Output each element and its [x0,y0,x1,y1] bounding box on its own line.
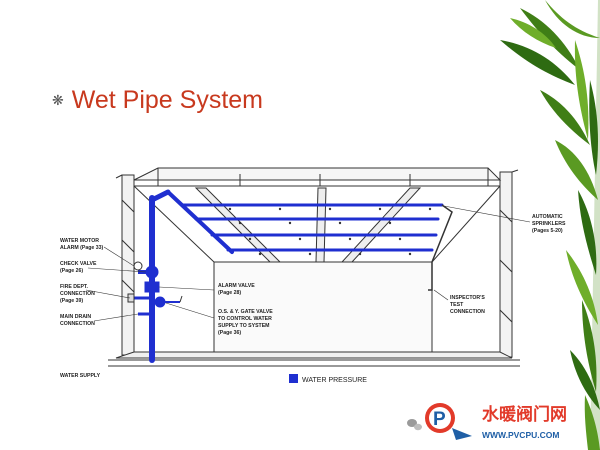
svg-text:WATER MOTOR: WATER MOTOR [60,238,99,244]
svg-text:ALARM (Page 33): ALARM (Page 33) [60,245,104,251]
svg-text:AUTOMATIC: AUTOMATIC [532,214,563,220]
svg-text:CONNECTION: CONNECTION [60,321,95,327]
roof [133,167,502,181]
slide-title-row: ❋ Wet Pipe System [52,86,263,115]
label-alarm-valve: ALARM VALVE (Page 28) [218,283,255,296]
legend-swatch [289,374,298,383]
svg-text:(Pages 5-20): (Pages 5-20) [532,228,563,234]
label-check-valve: CHECK VALVE (Page 26) [60,261,97,274]
label-water-motor-alarm: WATER MOTOR ALARM (Page 33) [60,238,104,251]
slide-title: Wet Pipe System [71,86,264,114]
svg-text:SUPPLY TO SYSTEM: SUPPLY TO SYSTEM [218,323,270,329]
riser-valves [130,265,183,316]
sprinkler-heads [228,207,432,256]
svg-text:ALARM VALVE: ALARM VALVE [218,283,255,289]
bullet-icon: ❋ [52,92,64,109]
back-wall [213,261,433,353]
label-main-drain-connection: MAIN DRAIN CONNECTION [60,314,95,327]
label-fire-dept-connection: FIRE DEPT. CONNECTION (Page 39) [60,284,95,304]
svg-text:WATER SUPPLY: WATER SUPPLY [60,373,101,379]
watermark: P 水暖阀门网 WWW.PVCPU.COM [407,403,567,440]
svg-text:(Page 36): (Page 36) [218,330,241,336]
alarm-valve [144,281,160,293]
svg-text:(Page 28): (Page 28) [218,290,241,296]
svg-text:CHECK VALVE: CHECK VALVE [60,261,97,267]
label-water-supply: WATER SUPPLY [60,373,101,379]
watermark-chinese-text: 水暖阀门网 [482,404,567,425]
sprinkler-piping [149,189,444,363]
building-structure [108,167,520,367]
svg-text:SPRINKLERS: SPRINKLERS [532,221,566,227]
svg-text:FIRE DEPT.: FIRE DEPT. [60,284,89,290]
label-automatic-sprinklers: AUTOMATIC SPRINKLERS (Pages 5-20) [532,214,566,234]
legend-label: WATER PRESSURE [302,377,367,384]
watermark-url: WWW.PVCPU.COM [482,430,559,440]
cross-main-pipe [166,190,234,254]
wechat-icon [407,419,422,431]
floor [115,351,513,359]
leader-lines [85,205,531,322]
svg-text:TO CONTROL WATER: TO CONTROL WATER [218,316,272,322]
svg-text:MAIN DRAIN: MAIN DRAIN [60,314,91,320]
legend: WATER PRESSURE [289,374,367,384]
right-wall [499,171,513,358]
svg-text:INSPECTOR'S: INSPECTOR'S [450,295,485,301]
svg-text:P: P [433,409,446,430]
pvcpu-logo: P [425,403,472,440]
svg-text:(Page 26): (Page 26) [60,268,83,274]
motor-alarm [127,261,143,303]
svg-text:(Page 39): (Page 39) [60,298,83,304]
svg-text:TEST: TEST [450,302,464,308]
label-gate-valve: O.S. & Y. GATE VALVE TO CONTROL WATER SU… [218,309,273,336]
svg-text:O.S. & Y. GATE VALVE: O.S. & Y. GATE VALVE [218,309,273,315]
bamboo-leaves-decoration [500,0,600,450]
svg-text:CONNECTION: CONNECTION [60,291,95,297]
label-inspectors-test-connection: INSPECTOR'S TEST CONNECTION [450,295,485,315]
svg-text:CONNECTION: CONNECTION [450,309,485,315]
inspectors-test-pipe [428,204,453,291]
